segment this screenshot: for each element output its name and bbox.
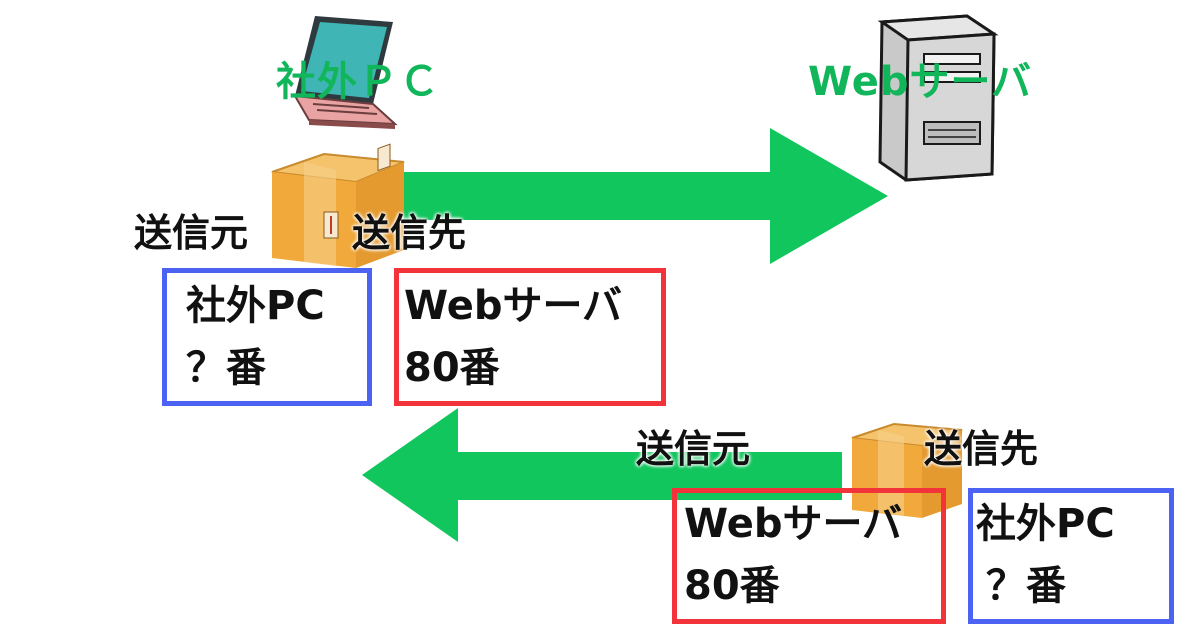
client-title: 社外ＰＣ xyxy=(276,59,440,105)
response-arrow xyxy=(362,408,842,542)
request-source-label: 送信元 xyxy=(134,211,249,255)
request-dest-frame xyxy=(394,268,666,406)
request-source-frame xyxy=(162,268,372,406)
request-dest-label: 送信先 xyxy=(352,211,467,255)
request-arrow xyxy=(400,128,888,264)
request-source-host: 社外PC xyxy=(186,283,325,329)
server-title: Webサーバ xyxy=(808,59,1033,105)
laptop-icon xyxy=(293,16,398,129)
cardboard-box-icon xyxy=(271,143,405,268)
response-source-label: 送信元 xyxy=(636,427,751,471)
response-dest-label: 送信先 xyxy=(924,427,1039,471)
server-tower-icon xyxy=(877,14,999,182)
response-dest-port: ？番 xyxy=(986,563,1066,609)
request-dest-host: Webサーバ xyxy=(404,283,623,329)
response-source-host: Webサーバ xyxy=(684,501,903,547)
response-dest-host: 社外PC xyxy=(976,501,1115,547)
request-dest-port: 80番 xyxy=(404,345,500,391)
response-source-port: 80番 xyxy=(684,563,780,609)
response-source-frame xyxy=(672,488,946,624)
cardboard-box-icon xyxy=(851,422,963,518)
response-dest-frame xyxy=(968,488,1174,624)
request-source-port: ？番 xyxy=(186,345,266,391)
